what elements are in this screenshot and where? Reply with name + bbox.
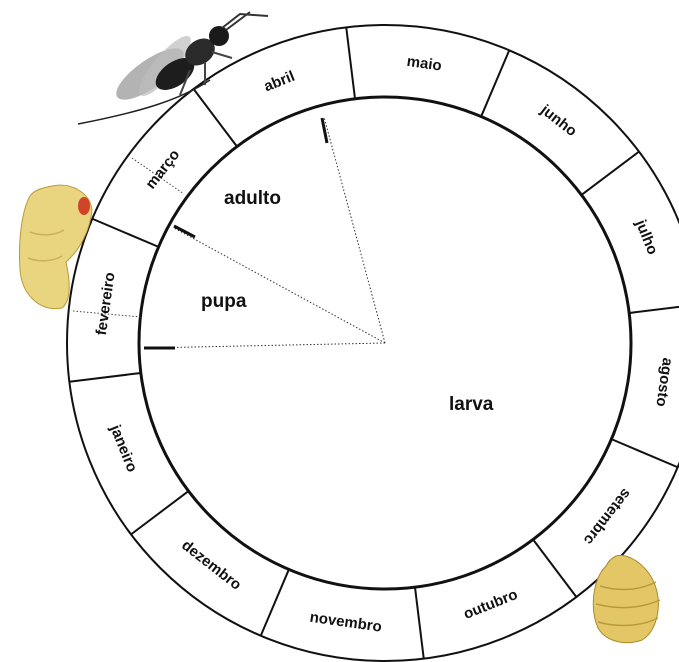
stage-label-larva: larva [449,394,494,415]
stage-label-adult: adulto [224,188,281,209]
stage-label-pupa: pupa [201,291,247,312]
larva-illustration [593,555,660,642]
